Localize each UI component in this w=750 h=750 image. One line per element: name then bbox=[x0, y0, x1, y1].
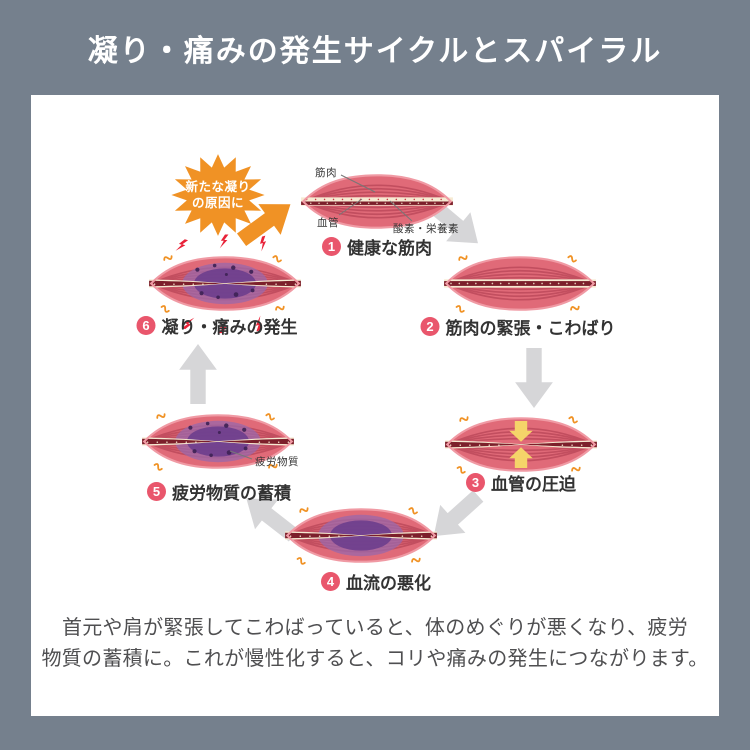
new-stiffness-starburst: 新たな凝り の原因に bbox=[168, 152, 268, 238]
cycle-arrow-5-6-icon bbox=[178, 344, 218, 404]
step-label-1: 健康な筋肉 bbox=[347, 239, 432, 258]
step-number-2: 2 bbox=[420, 317, 440, 336]
annotation-vessel: 血管 bbox=[317, 217, 339, 229]
description-line-1: 首元や肩が緊張してこわばっていると、体のめぐりが悪くなり、疲労 bbox=[61, 617, 689, 639]
description-line-2: 物質の蓄積に。これが慢性化すると、コリや痛みの発生につながります。 bbox=[41, 648, 709, 670]
cycle-arrow-2-3-icon bbox=[514, 348, 554, 408]
step-number-4: 4 bbox=[321, 572, 340, 591]
step-label-2: 筋肉の緊張・こわばり bbox=[445, 319, 616, 338]
muscle-illustration-pain bbox=[149, 234, 301, 334]
annotation-muscle: 筋肉 bbox=[315, 167, 337, 179]
step-caption-5: 5 疲労物質の蓄積 bbox=[147, 479, 291, 504]
annotation-nutrients: 酸素・栄養素 bbox=[393, 223, 459, 235]
diagram-card: 新たな凝り の原因に 筋肉 血管 酸素・栄養素 疲労物質 1 健康な筋肉 2 bbox=[31, 95, 719, 716]
starburst-text: 新たな凝り の原因に bbox=[185, 180, 251, 210]
spiral-arrow-6-1-icon bbox=[229, 188, 303, 256]
step-caption-1: 1 健康な筋肉 bbox=[322, 234, 432, 259]
step-number-6: 6 bbox=[136, 316, 156, 335]
description-text: 首元や肩が緊張してこわばっていると、体のめぐりが悪くなり、疲労 物質の蓄積に。こ… bbox=[31, 613, 719, 675]
cycle-arrow-4-5-icon bbox=[234, 483, 306, 551]
annotation-fatigue: 疲労物質 bbox=[255, 456, 299, 468]
muscle-illustration-healthy bbox=[301, 167, 453, 236]
cycle-arrow-3-4-icon bbox=[420, 481, 491, 551]
step-number-5: 5 bbox=[147, 482, 166, 501]
header-band: 凝り・痛みの発生サイクルとスパイラル bbox=[0, 0, 750, 95]
muscle-illustration-vessel-compression bbox=[445, 410, 597, 479]
step-label-3: 血管の圧迫 bbox=[491, 475, 576, 494]
step-caption-4: 4 血流の悪化 bbox=[321, 569, 431, 594]
step-label-5: 疲労物質の蓄積 bbox=[172, 484, 291, 503]
muscle-illustration-tension bbox=[444, 249, 596, 318]
step-number-1: 1 bbox=[322, 237, 341, 256]
step-number-3: 3 bbox=[466, 473, 485, 492]
muscle-illustration-poor-bloodflow bbox=[285, 501, 437, 570]
step-label-4: 血流の悪化 bbox=[346, 574, 431, 593]
step-caption-6: 6 凝り・痛みの発生 bbox=[136, 313, 298, 338]
step-caption-2: 2 筋肉の緊張・こわばり bbox=[420, 314, 616, 339]
muscle-illustration-fatigue-buildup bbox=[142, 407, 294, 476]
step-label-6: 凝り・痛みの発生 bbox=[161, 318, 298, 337]
step-caption-3: 3 血管の圧迫 bbox=[466, 470, 576, 495]
page-title: 凝り・痛みの発生サイクルとスパイラル bbox=[87, 34, 663, 68]
